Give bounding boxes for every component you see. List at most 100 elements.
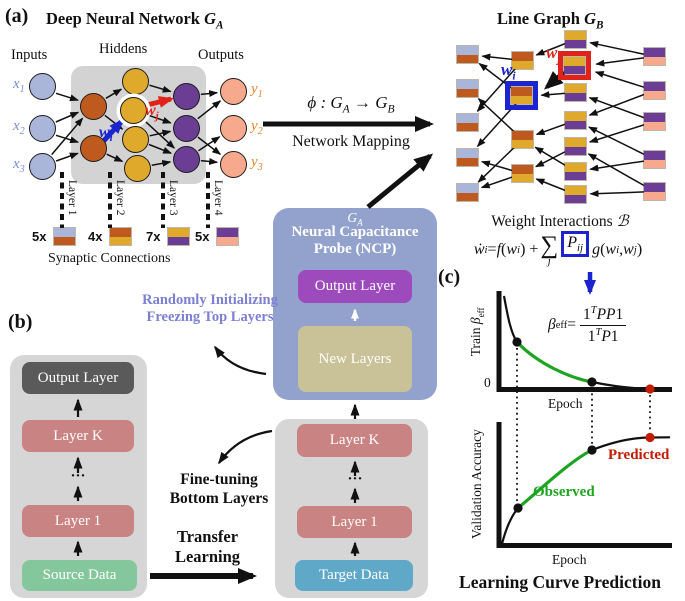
pij-boxed-term: Pij (561, 231, 590, 258)
ncp-to-linegraph-arrow (366, 153, 434, 209)
line-graph-node (644, 113, 665, 130)
train-beta-curve-observed (515, 340, 593, 384)
source-layer1-box: Layer 1 (22, 505, 134, 537)
hidden-node-layer3 (172, 114, 200, 142)
line-graph-node (644, 183, 665, 200)
source-stack-dots: ··· (70, 468, 86, 484)
output-node (219, 114, 247, 142)
source-data-box: Source Data (22, 560, 137, 591)
synapse-count-3: 7x (146, 229, 161, 244)
target-layer1-box: Layer 1 (297, 506, 412, 538)
x1-label: x1 (13, 76, 25, 95)
line-graph-node (457, 46, 478, 63)
layer3-tick-label: Layer 3 (167, 180, 179, 216)
hidden-node-layer2-highlighted (119, 96, 147, 124)
val-point-1 (513, 503, 523, 513)
synapse-count-4: 5x (195, 229, 210, 244)
panel-a-title: Deep Neural Network GA (46, 9, 224, 32)
line-graph-node (565, 138, 586, 155)
line-graph-node (644, 151, 665, 168)
source-stack-container (10, 355, 147, 598)
y2-label: y2 (251, 118, 263, 137)
line-graph-node (512, 52, 533, 69)
phi-mapping-formula: ϕ : GA → GB (307, 93, 395, 116)
layer1-tick-label: Layer 1 (66, 180, 78, 216)
synaptic-connections-caption: Synaptic Connections (48, 251, 171, 266)
val-acc-curve-early (500, 507, 519, 545)
train-xlabel: Epoch (548, 396, 583, 411)
input-node (28, 72, 56, 100)
line-graph-node (457, 184, 478, 201)
val-point-predicted (645, 432, 655, 443)
train-beta-ylabel: Train βeff (468, 307, 486, 357)
x2-label: x2 (13, 118, 25, 137)
line-graph-node (512, 131, 533, 148)
synapse-swatch-2 (110, 228, 131, 245)
output-node (219, 150, 247, 178)
target-layerk-box: Layer K (297, 424, 412, 457)
synapse-swatch-1 (54, 228, 75, 245)
target-data-box: Target Data (295, 560, 413, 591)
wi-label: wi (99, 124, 113, 145)
train-zero-tick: 0 (484, 375, 491, 390)
synapse-count-1: 5x (32, 229, 47, 244)
observed-label: Observed (533, 484, 595, 500)
wj-edge-arrow (142, 96, 174, 109)
line-graph-node (457, 80, 478, 97)
x3-label: x3 (13, 156, 25, 175)
finetune-curve-arrow (218, 429, 273, 465)
inputs-label: Inputs (11, 47, 48, 63)
val-point-2 (587, 445, 597, 455)
line-graph-node (644, 82, 665, 99)
wi-label-linegraph: wi (501, 60, 516, 83)
y3-label: y3 (251, 154, 263, 173)
hidden-node-layer2 (123, 154, 151, 182)
target-stack-dots: ··· (347, 471, 363, 487)
line-graph-node (565, 84, 586, 101)
hidden-node-layer2 (121, 125, 149, 153)
weight-interactions-title: Weight Interactions ℬ (491, 213, 629, 230)
wj-highlighted-node (558, 51, 591, 80)
panel-a-tag: (a) (5, 5, 29, 27)
outputs-label: Outputs (198, 47, 244, 63)
source-layerk-box: Layer K (22, 420, 134, 452)
line-graph-node (565, 186, 586, 203)
predicted-label: Predicted (608, 447, 670, 463)
y1-label: y1 (251, 81, 263, 100)
wj-label: wj (145, 102, 159, 123)
line-graph-node (565, 163, 586, 180)
hidden-node-layer1 (79, 92, 107, 120)
val-acc-curve-observed (516, 448, 593, 510)
val-acc-ylabel: Validation Accuracy (469, 429, 484, 539)
line-graph-node (565, 112, 586, 129)
layer4-tick-label: Layer 4 (212, 180, 224, 216)
val-xlabel: Epoch (552, 552, 587, 567)
wj-label-linegraph: wj (546, 43, 561, 66)
ncp-new-layers-box: New Layers (298, 326, 412, 392)
synapse-count-2: 4x (88, 229, 103, 244)
ncp-output-layer-box: Output Layer (298, 270, 412, 303)
input-node (28, 152, 56, 180)
input-node (28, 114, 56, 142)
line-graph-node (565, 31, 586, 48)
hidden-node-layer3 (172, 145, 200, 173)
source-output-layer-box: Output Layer (22, 362, 134, 394)
hiddens-label: Hiddens (99, 41, 148, 57)
line-graph-title: Line Graph GB (497, 9, 604, 32)
line-graph-node (644, 48, 665, 65)
train-point-1 (512, 337, 522, 347)
hidden-node-layer1 (79, 134, 107, 162)
ncp-ga-label: GA (347, 210, 363, 228)
synapse-swatch-3 (168, 228, 189, 245)
hidden-node-layer2 (121, 67, 149, 95)
line-graph-node (457, 114, 478, 131)
panel-b-tag: (b) (8, 311, 33, 333)
